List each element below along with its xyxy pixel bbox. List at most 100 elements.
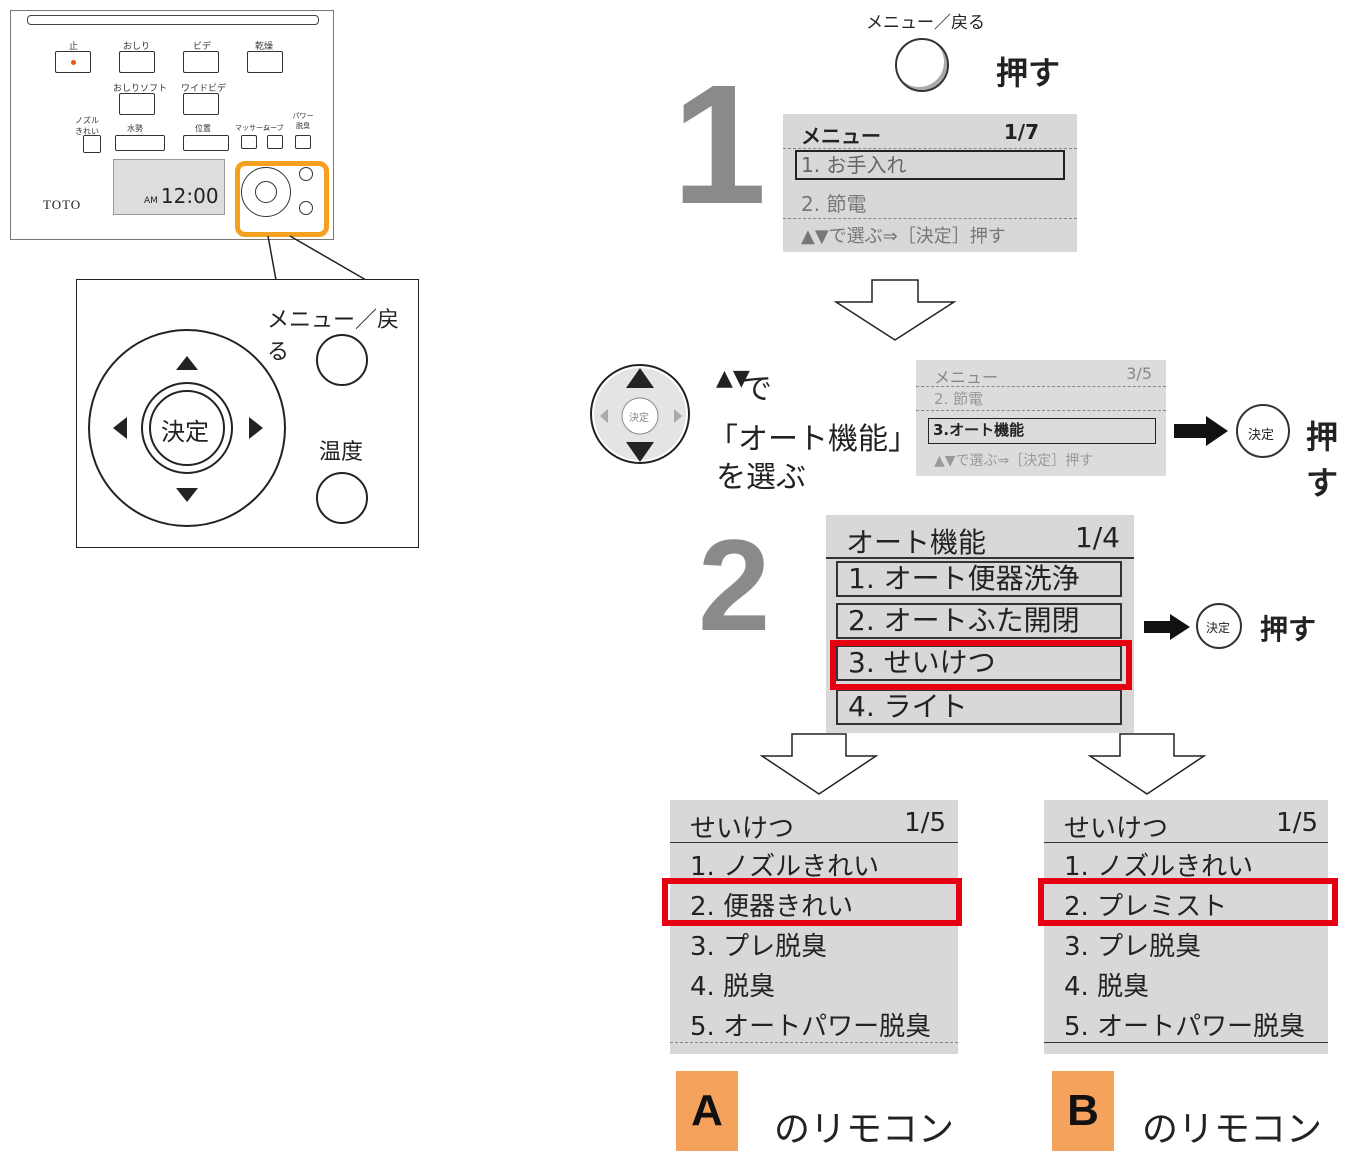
position-label: 位置 — [195, 124, 211, 133]
substep-select-line1: 「オート機能」 — [708, 422, 918, 457]
dpad-enter-label: 決定 — [629, 413, 649, 424]
up-arrow-icon — [176, 356, 198, 370]
result-a-title: せいけつ — [690, 814, 795, 844]
result-a-item-1: 1. ノズルきれい — [690, 852, 880, 882]
step1-press: 押す — [996, 54, 1061, 92]
substep-press: 押す — [1306, 418, 1339, 502]
power-deodor-button[interactable] — [295, 135, 311, 149]
oshiri-button[interactable] — [119, 51, 155, 73]
step1-screen-page: 1/7 — [1003, 120, 1039, 144]
large-dpad[interactable] — [588, 362, 692, 466]
oshiri-soft-label: おしりソフト — [113, 84, 168, 94]
mini-temp-button[interactable] — [299, 201, 313, 215]
badge-b: B — [1052, 1071, 1114, 1151]
result-b-item-4: 4. 脱臭 — [1064, 972, 1150, 1002]
right-arrow-icon — [249, 417, 263, 439]
result-b-item-5: 5. オートパワー脱臭 — [1044, 1006, 1328, 1043]
stop-button[interactable] — [55, 51, 91, 73]
result-a-item-4: 4. 脱臭 — [690, 972, 776, 1002]
step1-menu-screen: メニュー 1/7 1. お手入れ 2. 節電 ▲▼で選ぶ⇒［決定］押す — [783, 114, 1077, 252]
step2-number: 2 — [698, 512, 771, 658]
dpad-down-icon — [626, 442, 654, 462]
wide-bidet-label: ワイドビデ — [181, 84, 227, 94]
caption-b: のリモコン — [1142, 1109, 1323, 1150]
bidet-label: ビデ — [193, 42, 212, 52]
zoom-temperature-label: 温度 — [319, 440, 364, 465]
enter-button-2-label: 決定 — [1206, 621, 1231, 635]
step1-screen-title: メニュー — [801, 124, 881, 148]
down-arrow-icon — [176, 488, 198, 502]
step2-item-1: 1. オート便器洗浄 — [836, 561, 1122, 597]
step2-screen-header: オート機能 1/4 — [826, 519, 1134, 559]
wide-bidet-button[interactable] — [183, 93, 219, 115]
step1-screen-hint: ▲▼で選ぶ⇒［決定］押す — [801, 226, 1006, 247]
dpad-left-icon — [600, 409, 608, 423]
right-arrow-1 — [1174, 416, 1228, 446]
move-button[interactable] — [267, 135, 283, 149]
caption-a: のリモコン — [774, 1109, 955, 1150]
substep-item-1: 2. 節電 — [916, 388, 1166, 411]
dpad-drawing — [88, 329, 368, 527]
result-b-title: せいけつ — [1064, 814, 1169, 844]
step2-item-3: 3. せいけつ — [836, 645, 1122, 681]
dpad-right-icon — [674, 409, 682, 423]
result-b-screen: せいけつ 1/5 1. ノズルきれい 2. プレミスト 3. プレ脱臭 4. 脱… — [1044, 800, 1328, 1054]
water-pressure-label: 水勢 — [127, 124, 143, 133]
substep-menu-screen: メニュー 3/5 2. 節電 3.オート機能 ▲▼で選ぶ⇒［決定］押す — [916, 360, 1166, 476]
dry-label: 乾燥 — [255, 42, 274, 52]
step2-item-4: 4. ライト — [836, 689, 1122, 725]
left-arrow-icon — [113, 417, 127, 439]
position-control[interactable] — [183, 135, 229, 151]
remote-illustration: 止 おしり ビデ 乾燥 おしりソフト ワイドビデ ノズル きれい 水勢 位置 マ… — [10, 10, 334, 240]
zoom-menu-back-label: メニュー／戻る — [267, 308, 400, 365]
step2-item-2: 2. オートふた開閉 — [836, 603, 1122, 639]
right-arrow-2 — [1144, 614, 1190, 640]
lcd-ampm: AM — [144, 196, 158, 206]
menu-back-button[interactable] — [895, 38, 949, 92]
nozzle-clean-button[interactable] — [83, 135, 101, 153]
badge-a: A — [676, 1071, 738, 1151]
callout-pointer — [267, 235, 367, 281]
result-b-highlight — [1038, 878, 1338, 926]
mini-menu-button[interactable] — [299, 167, 313, 181]
mini-enter-button[interactable] — [255, 181, 277, 203]
oshiri-soft-button[interactable] — [119, 93, 155, 115]
nozzle-clean-label: ノズル きれい — [75, 116, 99, 136]
oshiri-label: おしり — [123, 42, 151, 52]
enter-button-1-label: 決定 — [1248, 428, 1275, 443]
massage-label: マッサージ — [235, 124, 270, 132]
substep-screen-hint: ▲▼で選ぶ⇒［決定］押す — [934, 453, 1094, 469]
result-a-screen: せいけつ 1/5 1. ノズルきれい 2. 便器きれい 3. プレ脱臭 4. 脱… — [670, 800, 958, 1054]
substep-de: で — [742, 372, 772, 407]
orange-highlight — [235, 161, 329, 237]
down-arrow-b — [1087, 733, 1207, 795]
water-pressure-control[interactable] — [115, 135, 165, 151]
bidet-button[interactable] — [183, 51, 219, 73]
result-a-item-3: 3. プレ脱臭 — [690, 932, 828, 962]
zoom-enter-label: 決定 — [161, 418, 209, 446]
substep-screen-header: メニュー 3/5 — [916, 362, 1166, 387]
result-a-header: せいけつ 1/5 — [670, 806, 958, 844]
step1-item-2: 2. 節電 — [783, 188, 1077, 219]
step2-screen-page: 1/4 — [1074, 521, 1120, 554]
result-a-highlight — [662, 878, 962, 926]
enter-button-2[interactable]: 決定 — [1196, 603, 1242, 649]
dry-button[interactable] — [247, 51, 283, 73]
step1-screen-header: メニュー 1/7 — [783, 118, 1077, 149]
remote-top-strip — [27, 15, 319, 25]
result-b-item-1: 1. ノズルきれい — [1064, 852, 1254, 882]
massage-button[interactable] — [241, 135, 257, 149]
down-arrow-a — [759, 733, 879, 795]
step2-selection-highlight — [830, 640, 1132, 690]
substep-screen-title: メニュー — [934, 368, 999, 387]
result-b-item-3: 3. プレ脱臭 — [1064, 932, 1202, 962]
step1-item-1: 1. お手入れ — [795, 150, 1065, 180]
result-a-page: 1/5 — [904, 808, 946, 838]
lcd-time: 12:00 — [160, 184, 219, 208]
down-arrow-1 — [833, 279, 957, 341]
power-deodor-label: パワー 脱臭 — [292, 112, 314, 130]
enter-button-1[interactable]: 決定 — [1236, 404, 1290, 458]
result-a-item-5: 5. オートパワー脱臭 — [670, 1006, 958, 1043]
